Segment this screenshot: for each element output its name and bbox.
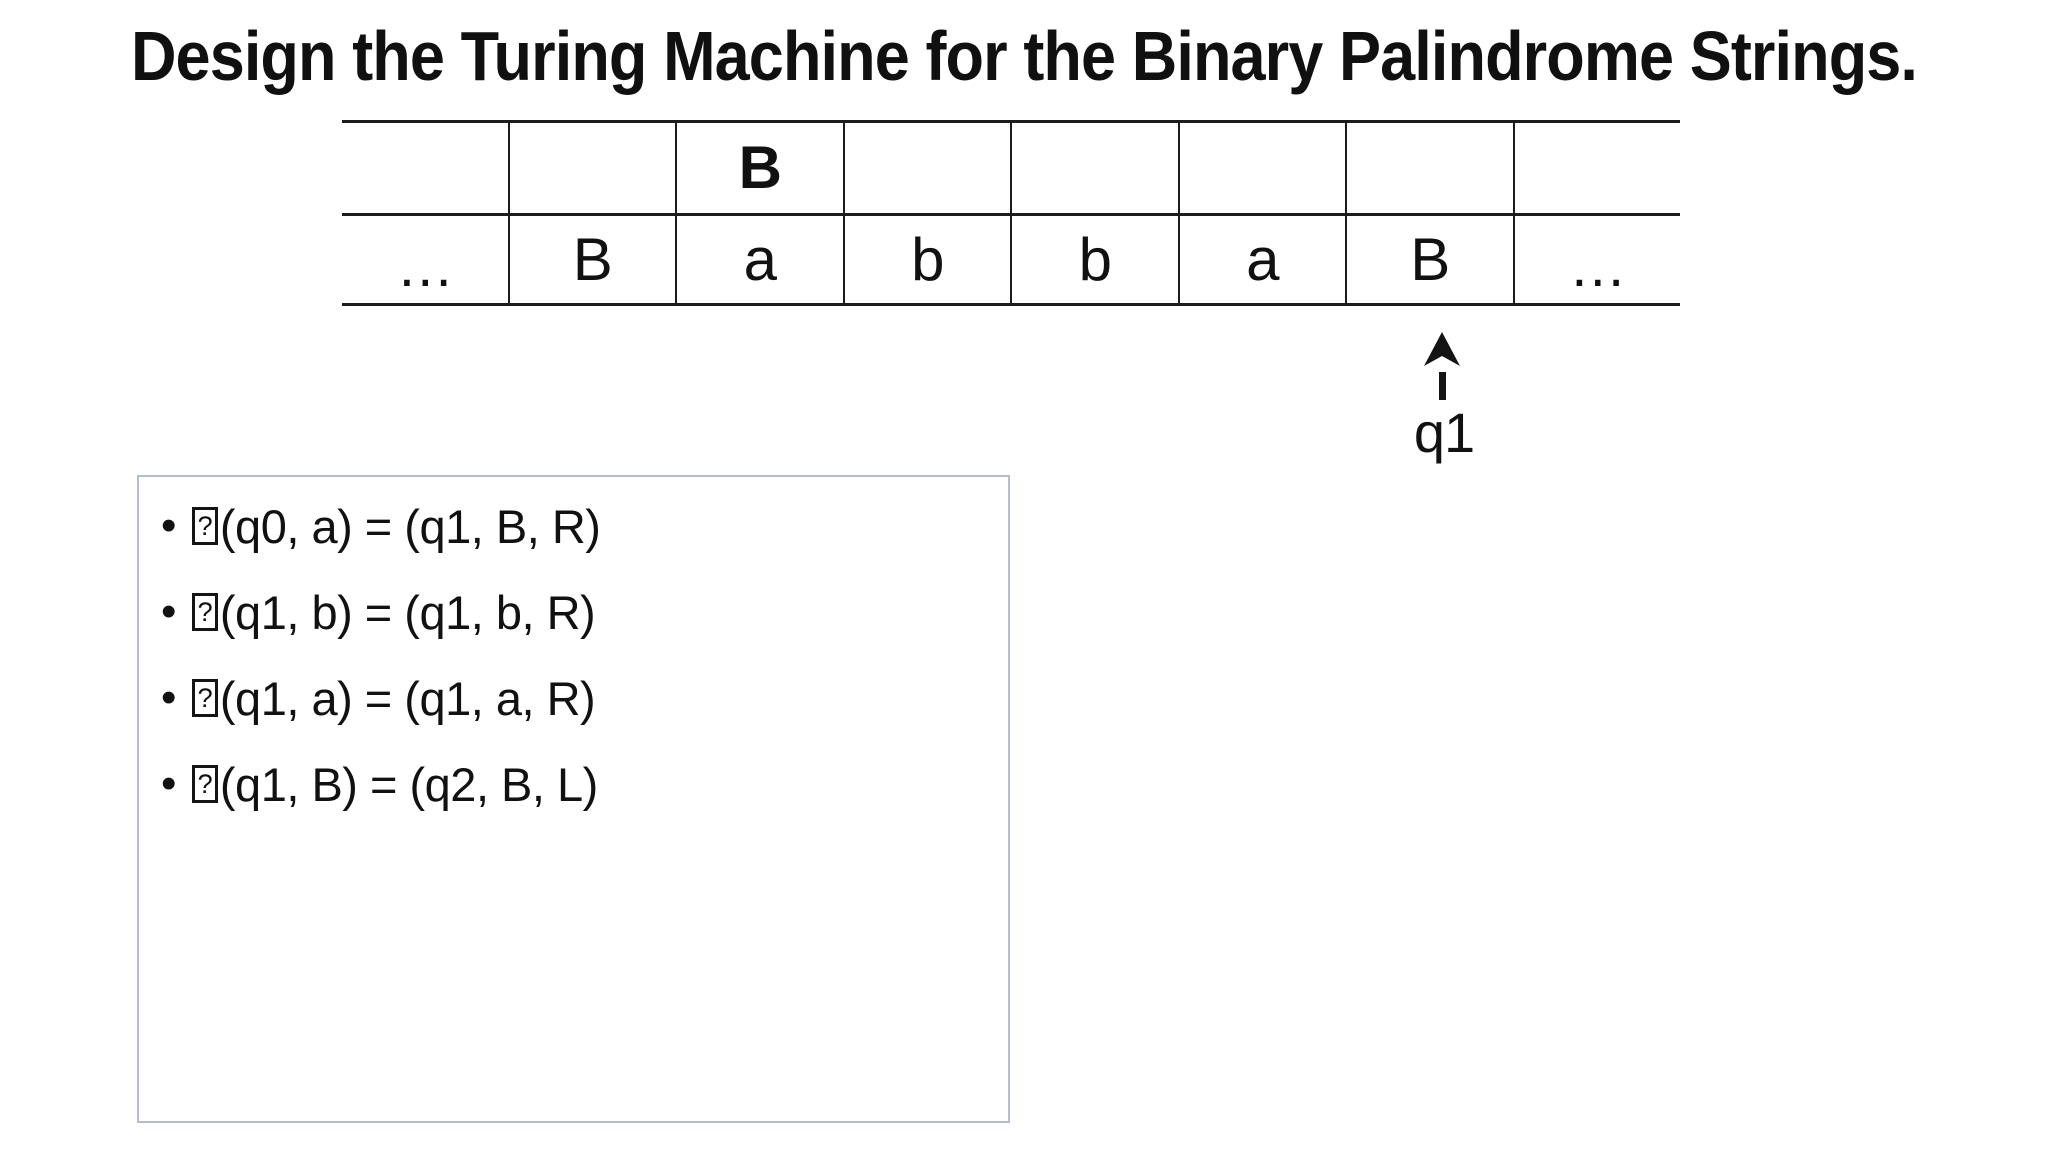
tape-symbol-cell: a [675, 216, 843, 303]
transition-formula: (q0, a) = (q1, B, R) [219, 499, 601, 553]
tape-head-cell-written-symbol: B [675, 123, 843, 213]
bullet-icon: • [161, 759, 176, 808]
head-up-arrow-icon [1424, 332, 1460, 400]
delta-missing-glyph-icon: ? [191, 765, 218, 803]
tape-symbol-cell: B [507, 216, 676, 303]
tape-head-row: B [342, 120, 1680, 216]
tape-head-cell [1345, 123, 1513, 213]
transitions-box: • ? (q0, a) = (q1, B, R) • ? (q1, b) = (… [137, 475, 1010, 1123]
tape-symbol-cell: a [1177, 216, 1346, 303]
page-title: Design the Turing Machine for the Binary… [130, 17, 1918, 95]
tape-symbol-row: … B a b b a B … [342, 216, 1680, 306]
tape-ellipsis-cell: … [396, 233, 454, 299]
transition-formula: (q1, a) = (q1, a, R) [219, 671, 596, 725]
bullet-icon: • [161, 587, 176, 636]
tape-symbol-cell: b [1010, 216, 1178, 303]
tape-head-cell [1177, 123, 1346, 213]
transition-item: • ? (q1, a) = (q1, a, R) [161, 655, 1008, 741]
tape-head-cell [842, 123, 1011, 213]
tape-head-cell [507, 123, 676, 213]
tape-head-cell [1010, 123, 1178, 213]
delta-missing-glyph-icon: ? [191, 507, 218, 545]
bullet-icon: • [161, 673, 176, 722]
tape-symbol-cell: B [1345, 216, 1513, 303]
tape-head-cell [1512, 123, 1681, 213]
tape-head-cell [342, 123, 508, 213]
delta-missing-glyph-icon: ? [191, 593, 218, 631]
delta-missing-glyph-icon: ? [191, 679, 218, 717]
transitions-list: • ? (q0, a) = (q1, B, R) • ? (q1, b) = (… [139, 477, 1008, 827]
bullet-icon: • [161, 501, 176, 550]
transition-formula: (q1, B) = (q2, B, L) [219, 757, 598, 811]
transition-item: • ? (q0, a) = (q1, B, R) [161, 483, 1008, 569]
transition-item: • ? (q1, b) = (q1, b, R) [161, 569, 1008, 655]
head-state-label: q1 [1413, 401, 1475, 464]
transition-item: • ? (q1, B) = (q2, B, L) [161, 741, 1008, 827]
tape-table: B … B a b b a B … [342, 120, 1680, 306]
tape-symbol-cell: b [842, 216, 1011, 303]
tape-ellipsis-cell: … [1512, 216, 1681, 303]
transition-formula: (q1, b) = (q1, b, R) [219, 585, 596, 639]
